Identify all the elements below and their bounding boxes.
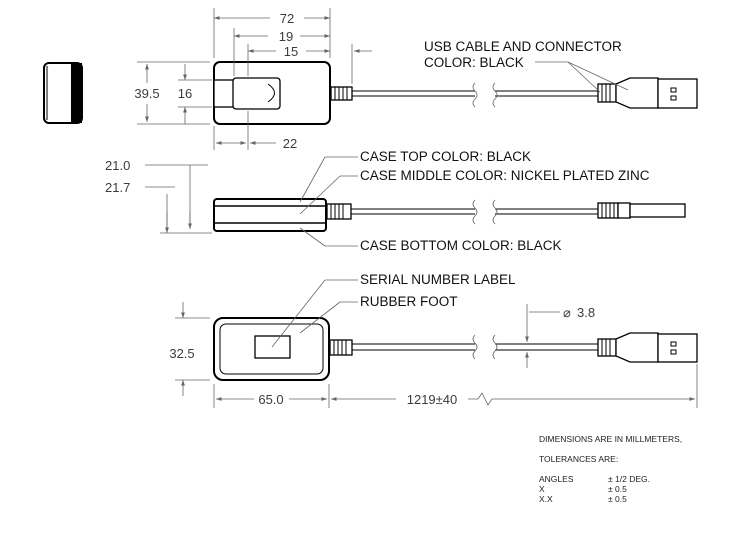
dim-39-5	[137, 61, 210, 125]
note-row-label: X.X	[539, 494, 553, 504]
note-row-label: ANGLES	[539, 474, 574, 484]
usb-connector-bottom	[597, 332, 698, 363]
note-row-value: ± 0.5	[608, 494, 627, 504]
note-row-value: ± 1/2 DEG.	[608, 474, 650, 484]
dim-72	[213, 8, 331, 58]
note-units: DIMENSIONS ARE IN MILLMETERS,	[539, 434, 682, 444]
dim-16-label: 16	[178, 86, 192, 101]
dim-22	[213, 111, 276, 150]
callout-usb-cable-line1: USB CABLE AND CONNECTOR	[424, 39, 622, 54]
strain-relief-top	[330, 86, 353, 101]
dim-19	[233, 28, 330, 76]
dim-15-label: 15	[284, 44, 298, 59]
top-view: 72 19 15 39.5	[134, 8, 698, 151]
dim-21-7	[145, 186, 212, 234]
dim-cable-length-label: 1219±40	[407, 392, 458, 407]
dim-21-7-label: 21.7	[105, 180, 130, 195]
cable-side	[351, 199, 598, 225]
callout-case-middle: CASE MIDDLE COLOR: NICKEL PLATED ZINC	[360, 168, 650, 183]
callout-usb-cable	[535, 61, 629, 93]
diameter-symbol-icon: ⌀	[563, 305, 571, 320]
dim-32-5-label: 32.5	[169, 346, 194, 361]
dim-21-0	[145, 164, 208, 229]
dim-32-5	[175, 302, 210, 396]
note-row-label: X	[539, 484, 545, 494]
side-view: 21.0 21.7 CASE TOP COLOR: BLACK CASE MID…	[105, 149, 686, 253]
dim-cable-diameter	[525, 304, 560, 368]
dim-cable-length	[331, 364, 698, 408]
callout-bottom-leaders	[271, 279, 358, 348]
dim-15	[247, 44, 330, 76]
strain-relief-bottom	[329, 339, 353, 356]
end-view	[43, 62, 83, 124]
callout-rubber-foot: RUBBER FOOT	[360, 294, 458, 309]
notes-block: DIMENSIONS ARE IN MILLMETERS, TOLERANCES…	[539, 434, 682, 504]
callout-case-top: CASE TOP COLOR: BLACK	[360, 149, 531, 164]
dim-cable-offset	[351, 44, 372, 84]
dim-cable-diameter-label: 3.8	[577, 305, 595, 320]
dim-19-label: 19	[279, 29, 293, 44]
callout-usb-cable-line2: COLOR: BLACK	[424, 55, 524, 70]
cable-top	[352, 82, 598, 108]
usb-connector-side	[597, 202, 686, 219]
dim-22-label: 22	[283, 136, 297, 151]
cable-bottom	[352, 334, 598, 360]
dim-21-0-label: 21.0	[105, 158, 130, 173]
strain-relief-side	[326, 203, 352, 220]
usb-connector-top	[597, 77, 698, 109]
dim-72-label: 72	[280, 11, 294, 26]
callout-serial-label: SERIAL NUMBER LABEL	[360, 272, 516, 287]
dim-65-0-label: 65.0	[258, 392, 283, 407]
dim-65-0	[213, 384, 330, 408]
note-row-value: ± 0.5	[608, 484, 627, 494]
note-tolerances-title: TOLERANCES ARE:	[539, 454, 618, 464]
dim-16	[178, 64, 212, 124]
callout-case-bottom: CASE BOTTOM COLOR: BLACK	[360, 238, 562, 253]
dim-39-5-label: 39.5	[134, 86, 159, 101]
callout-case-leaders	[299, 156, 358, 247]
bottom-view: 32.5 65.0 1219±40 ⌀ 3.8	[169, 272, 698, 408]
